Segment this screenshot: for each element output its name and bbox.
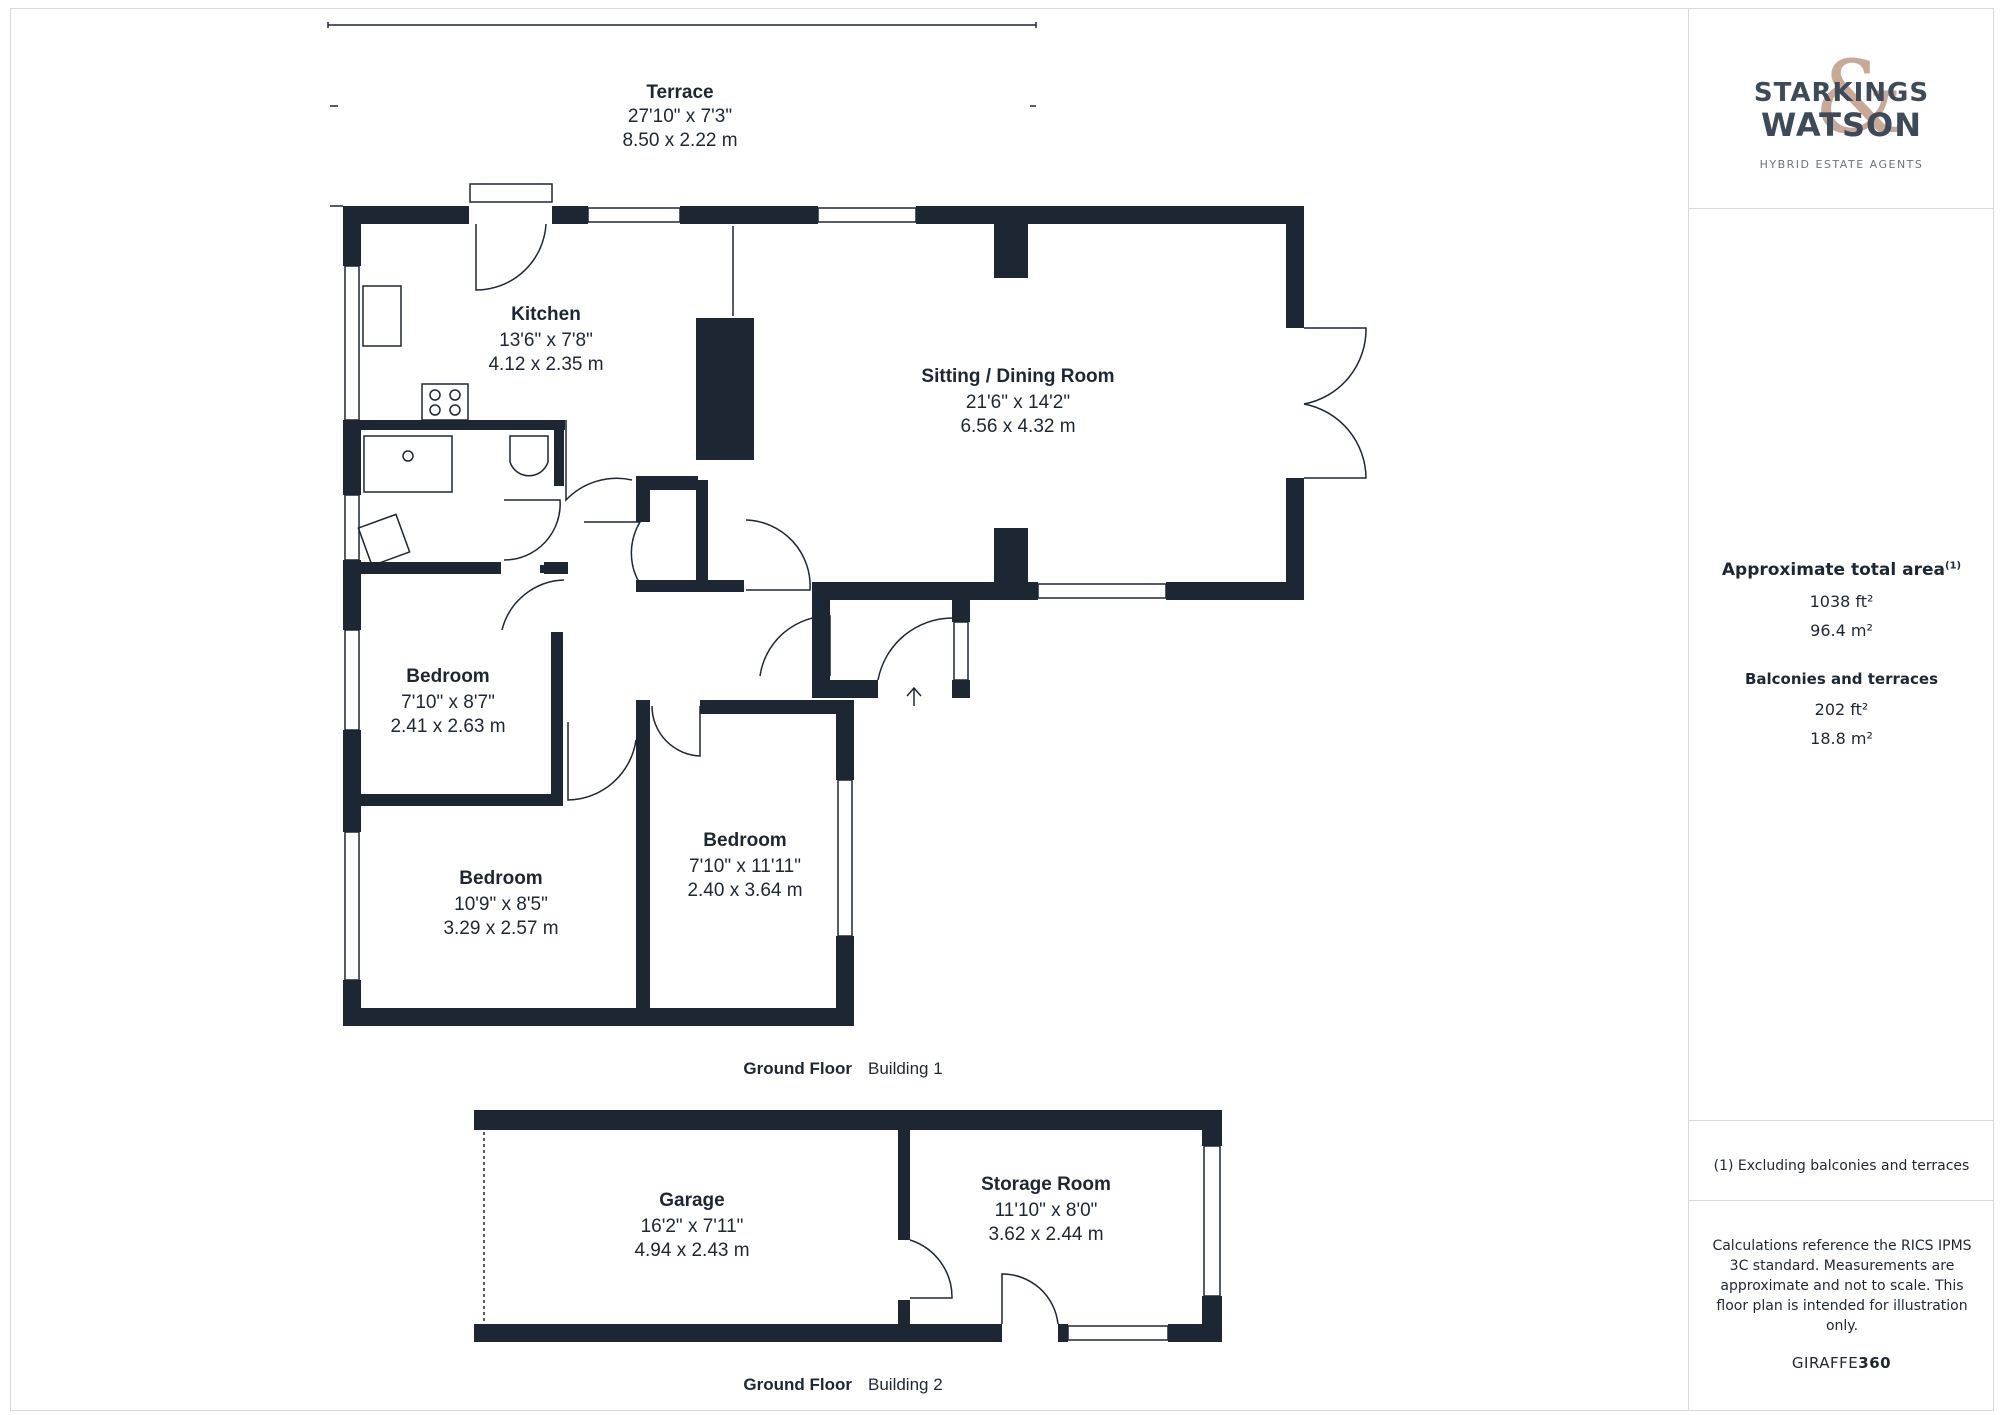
balconies-heading: Balconies and terraces [1744,670,1939,688]
fixtures [357,285,549,567]
hob-icon [421,383,469,421]
storage-room-imperial: 11'10" x 8'0" [995,1200,1098,1221]
floor-labels: Ground Floor Building 1 Ground Floor Bui… [743,1059,942,1394]
area-summary: Approximate total area(1) 1038 ft² 96.4 … [1689,560,1994,748]
info-sidebar: & STARKINGS WATSON HYBRID ESTATE AGENTS … [1688,8,1994,1411]
walls-building-1 [343,206,1304,1026]
area-total-m: 96.4 m² [1810,621,1873,640]
walls-building-2 [474,1110,1222,1342]
floor-2-level: Ground Floor [743,1375,852,1394]
floor-1-building: Building 1 [868,1059,943,1078]
page-frame [10,8,1994,1411]
logo-line-1: STARKINGS [1753,78,1930,108]
disclaimer: Calculations reference the RICS IPMS 3C … [1712,1238,1972,1334]
garage-metric: 4.94 x 2.43 m [634,1240,749,1261]
area-heading: Approximate total area(1) [1721,560,1962,580]
bedroom-1-name: Bedroom [406,666,489,687]
floor-plan: Terrace 27'10" x 7'3" 8.50 x 2.22 m Kitc… [327,22,1367,1394]
giraffe360-credit: GIRAFFE360 [1791,1354,1892,1372]
shower-icon [363,435,453,493]
logo-tagline: HYBRID ESTATE AGENTS [1759,158,1924,171]
balconies-ft: 202 ft² [1814,700,1869,719]
floor-1-level: Ground Floor [743,1059,852,1078]
basin-icon [357,513,411,567]
terrace-name: Terrace [646,82,713,103]
bedroom-1-imperial: 7'10" x 8'7" [401,692,495,713]
company-logo: & STARKINGS WATSON HYBRID ESTATE AGENTS [1689,48,1994,178]
doors-building-1 [475,223,1367,801]
windows-building-1 [344,183,1167,981]
logo-line-2: WATSON [1761,106,1922,144]
entrance-arrow-icon [906,686,922,706]
kitchen-imperial: 13'6" x 7'8" [499,330,593,351]
garage-name: Garage [659,1190,724,1211]
bedroom-3-name: Bedroom [703,830,786,851]
bedroom-2-name: Bedroom [459,868,542,889]
kitchen-name: Kitchen [511,304,581,325]
bedroom-3-metric: 2.40 x 3.64 m [687,880,802,901]
terrace-outline [327,22,1037,207]
storage-room-name: Storage Room [981,1174,1111,1195]
bedroom-2-imperial: 10'9" x 8'5" [454,894,548,915]
divider [1689,1120,1994,1121]
storage-room-metric: 3.62 x 2.44 m [988,1224,1103,1245]
windows-building-2 [1067,1145,1221,1341]
doors-building-2 [483,1132,1059,1325]
terrace-metric: 8.50 x 2.22 m [622,130,737,151]
divider [1689,208,1994,209]
kitchen-metric: 4.12 x 2.35 m [488,354,603,375]
logo-ampersand: & [1814,39,1904,156]
sitting-room-name: Sitting / Dining Room [921,366,1114,387]
sitting-room-metric: 6.56 x 4.32 m [960,416,1075,437]
toilet-icon [509,435,549,477]
floor-2-building: Building 2 [868,1375,943,1394]
balconies-m: 18.8 m² [1810,729,1873,748]
bedroom-3-imperial: 7'10" x 11'11" [689,856,801,877]
divider [1689,1200,1994,1201]
sitting-room-imperial: 21'6" x 14'2" [966,392,1070,413]
room-labels: Terrace 27'10" x 7'3" 8.50 x 2.22 m Kitc… [390,82,1114,1261]
bedroom-2-metric: 3.29 x 2.57 m [443,918,558,939]
footnote: (1) Excluding balconies and terraces [1713,1158,1970,1174]
area-total-ft: 1038 ft² [1809,592,1874,611]
bedroom-1-metric: 2.41 x 2.63 m [390,716,505,737]
terrace-imperial: 27'10" x 7'3" [628,106,732,127]
sink-icon [362,285,402,347]
garage-imperial: 16'2" x 7'11" [641,1216,744,1237]
